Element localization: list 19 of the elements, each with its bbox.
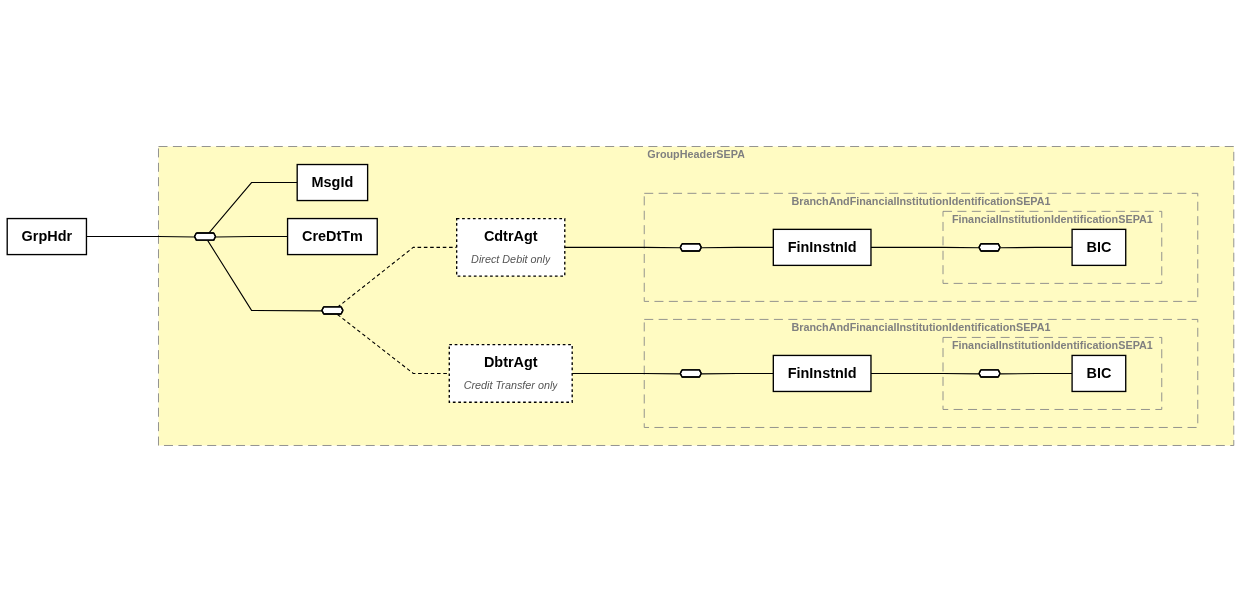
connector	[207, 240, 323, 312]
node-box: MsgId	[296, 163, 369, 202]
connector	[701, 372, 774, 375]
connector	[564, 246, 682, 249]
connector	[208, 182, 298, 234]
connector	[999, 372, 1073, 375]
node-box: CdtrAgt Direct Debit only	[456, 217, 566, 277]
connector	[701, 246, 774, 249]
connector	[870, 372, 980, 375]
connector	[999, 246, 1073, 249]
node-box: FinInstnId	[772, 228, 872, 267]
node-box: FinInstnId	[772, 354, 872, 393]
node-box: DbtrAgt Credit Transfer only	[448, 343, 573, 403]
connector	[870, 246, 980, 249]
node-box: CreDtTm	[286, 217, 378, 256]
connector	[336, 313, 450, 374]
node-box: BIC	[1071, 354, 1127, 393]
node-box: GrpHdr	[6, 217, 88, 256]
node-box: BIC	[1071, 228, 1127, 267]
